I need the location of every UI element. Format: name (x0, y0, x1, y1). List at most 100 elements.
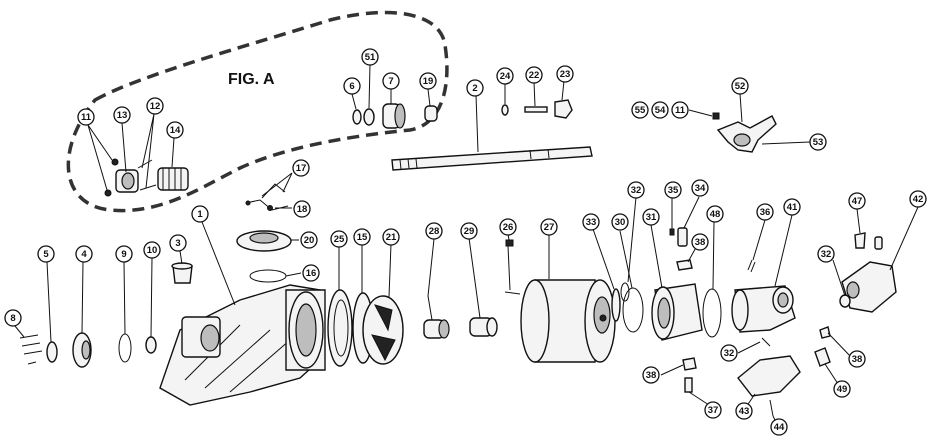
callout-c30: 30 (611, 213, 629, 231)
callout-c38a: 38 (691, 233, 709, 251)
part-38-nut-upper (676, 259, 693, 271)
callout-circle (460, 222, 478, 240)
callout-circle (627, 181, 645, 199)
part-32-o-ring-upper (620, 282, 630, 302)
part-30-gasket (622, 287, 644, 333)
callout-number: 53 (813, 137, 824, 148)
callout-circle (425, 222, 443, 240)
part-43-bottom-cover (737, 355, 801, 397)
callout-circle (419, 72, 437, 90)
callout-number: 7 (388, 76, 393, 87)
part-32-o-ring-lower (761, 337, 771, 347)
callout-number: 38 (695, 237, 706, 248)
callout-number: 5 (43, 249, 49, 260)
callout-number: 42 (913, 194, 924, 205)
callout-number: 11 (675, 105, 686, 116)
callout-number: 25 (334, 234, 345, 245)
callout-circle (191, 205, 209, 223)
callout-number: 4 (81, 249, 87, 260)
callout-c35: 35 (664, 181, 682, 199)
callout-c13: 13 (113, 106, 131, 124)
part-41-gear-case (731, 285, 796, 333)
callout-c33: 33 (582, 213, 600, 231)
part-7-bearing (382, 103, 406, 129)
callout-number: 17 (296, 163, 307, 174)
callout-number: 12 (150, 101, 161, 112)
part-27-bearing-housing (520, 279, 616, 363)
callout-circle (540, 218, 558, 236)
callout-c44: 44 (770, 418, 788, 436)
callout-number: 44 (774, 422, 785, 433)
callout-number: 54 (655, 105, 666, 116)
callout-circle (146, 97, 164, 115)
callout-circle (833, 380, 851, 398)
callout-number: 20 (304, 235, 315, 246)
part-4-seal (72, 332, 92, 368)
part-17-18-linkage (245, 183, 289, 211)
callout-circle (382, 72, 400, 90)
callout-c34: 34 (691, 179, 709, 197)
part-48-o-ring (702, 288, 722, 338)
callout-c3: 3 (169, 234, 187, 252)
callout-circle (783, 198, 801, 216)
callout-circle (691, 233, 709, 251)
callout-number: 32 (724, 348, 735, 359)
part-37-screw (684, 377, 693, 393)
callout-c43: 43 (735, 402, 753, 420)
callout-circle (77, 108, 95, 126)
callout-number: 23 (560, 69, 571, 80)
callout-number: 24 (500, 71, 511, 82)
callout-number: 37 (708, 405, 719, 416)
callout-circle (731, 77, 749, 95)
callout-number: 38 (646, 370, 657, 381)
part-34-sleeve (677, 227, 688, 247)
callout-c2: 2 (466, 79, 484, 97)
part-3-fitting (171, 262, 193, 284)
callout-circle (382, 228, 400, 246)
callout-number: 29 (464, 226, 475, 237)
callout-number: 15 (357, 232, 368, 243)
callout-c9: 9 (115, 245, 133, 263)
callout-circle (353, 228, 371, 246)
callout-number: 10 (147, 245, 158, 256)
callout-c4: 4 (75, 245, 93, 263)
part-51-washer (363, 108, 375, 126)
callout-c11a: 11 (77, 108, 95, 126)
callout-c14: 14 (166, 121, 184, 139)
callout-circle (330, 230, 348, 248)
part-12-pin (137, 159, 157, 191)
part-25-gasket (327, 289, 353, 367)
part-44-screw (769, 399, 774, 417)
callout-c51: 51 (361, 48, 379, 66)
part-36-screw (747, 259, 756, 273)
callout-c15: 15 (353, 228, 371, 246)
callout-circle (300, 231, 318, 249)
callout-c19: 19 (419, 72, 437, 90)
callout-c27: 27 (540, 218, 558, 236)
part-19-bushing (424, 105, 438, 122)
callout-number: 9 (121, 249, 126, 260)
callout-number: 47 (852, 196, 863, 207)
callout-c16: 16 (302, 264, 320, 282)
callout-c52: 52 (731, 77, 749, 95)
part-2-drive-shaft (391, 146, 593, 171)
callout-c55: 55 (631, 101, 649, 119)
callout-number: 18 (297, 204, 308, 215)
callout-circle (642, 366, 660, 384)
callout-circle (166, 121, 184, 139)
part-47-fitting (854, 232, 866, 249)
callout-c5: 5 (37, 245, 55, 263)
callout-c26: 26 (499, 218, 517, 236)
callout-c29: 29 (460, 222, 478, 240)
part-22-key (524, 106, 548, 113)
part-9-snap-ring (118, 333, 132, 363)
callout-circle (809, 133, 827, 151)
callout-number: 34 (695, 183, 706, 194)
leader-lines (14, 63, 919, 427)
part-42-gear-cover (841, 261, 897, 313)
callout-circle (113, 106, 131, 124)
callout-c10: 10 (143, 241, 161, 259)
callout-circle (361, 48, 379, 66)
callout-circle (720, 344, 738, 362)
